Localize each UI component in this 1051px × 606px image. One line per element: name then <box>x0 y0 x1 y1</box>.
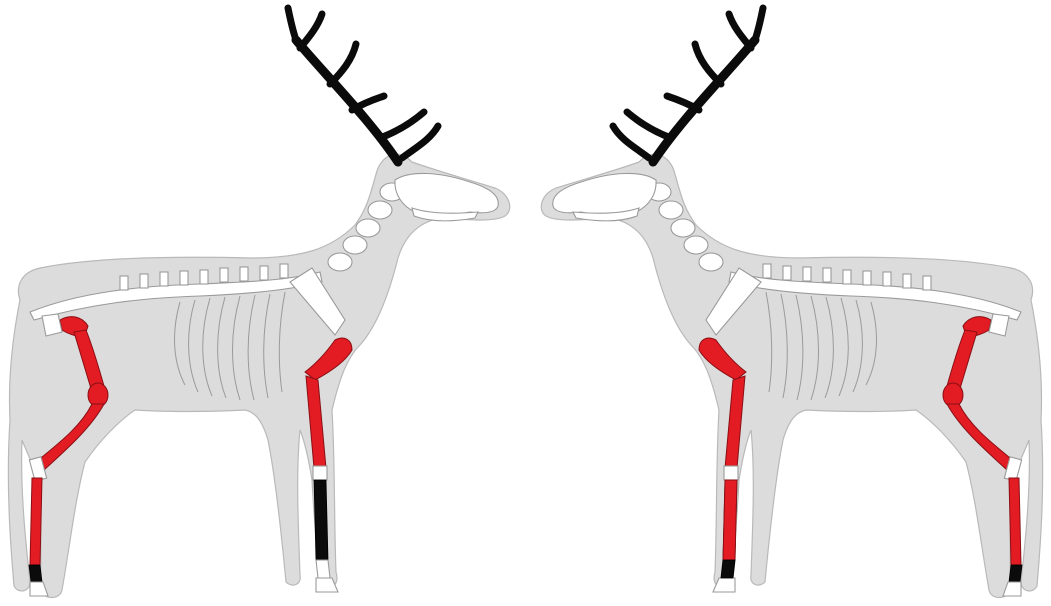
fore-metacarpal-right <box>723 480 737 560</box>
deer-left-view <box>8 8 509 598</box>
fore-phalanx-right <box>721 560 735 578</box>
deer-right-view <box>541 8 1042 598</box>
